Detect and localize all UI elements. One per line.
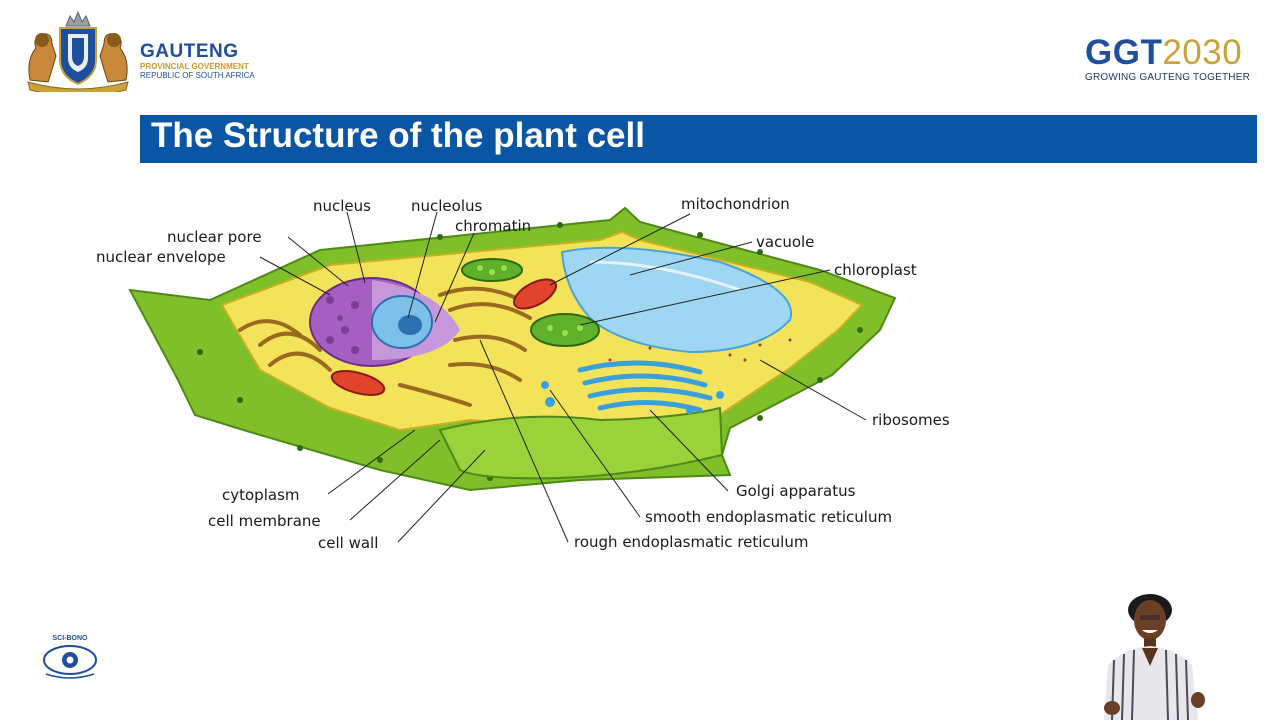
gauteng-sub2: REPUBLIC OF SOUTH AFRICA xyxy=(140,71,255,80)
gauteng-logo: GAUTENG PROVINCIAL GOVERNMENT REPUBLIC O… xyxy=(22,10,262,92)
rough-er-shape xyxy=(238,286,532,407)
nucleus-shape xyxy=(309,277,460,367)
ggt-blue-text: GGT xyxy=(1085,33,1163,72)
label-ribosomes: ribosomes xyxy=(872,411,950,429)
gauteng-name: GAUTENG xyxy=(140,41,239,62)
sci-bono-eye-icon: SCI-BONO xyxy=(43,635,97,679)
label-cell-wall: cell wall xyxy=(318,534,378,552)
label-nuclear-envelope: nuclear envelope xyxy=(96,248,226,266)
ggt-tagline: GROWING GAUTENG TOGETHER xyxy=(1085,72,1250,83)
cut-wall-front xyxy=(438,406,724,480)
ggt2030-logo: GGT2030 GROWING GAUTENG TOGETHER xyxy=(1085,33,1250,88)
ggt-gold-text: 2030 xyxy=(1162,33,1243,72)
chloroplast-shape xyxy=(461,258,600,347)
ggt-wordmark: GGT2030 xyxy=(1085,33,1250,72)
label-nucleus: nucleus xyxy=(313,197,371,215)
label-vacuole: vacuole xyxy=(756,233,814,251)
mitochondrion-shape xyxy=(330,278,557,396)
label-nuclear-pore: nuclear pore xyxy=(167,228,262,246)
label-chloroplast: chloroplast xyxy=(834,261,917,279)
sci-bono-text: SCI-BONO xyxy=(53,635,89,642)
label-chromatin: chromatin xyxy=(455,217,531,235)
ribosomes-dots xyxy=(608,338,792,362)
presenter-figure xyxy=(1104,594,1205,721)
label-cell-membrane: cell membrane xyxy=(208,512,321,530)
label-nucleolus: nucleolus xyxy=(411,197,483,215)
label-golgi-apparatus: Golgi apparatus xyxy=(736,482,856,500)
vacuole-shape xyxy=(560,246,793,354)
label-mitochondrion: mitochondrion xyxy=(681,195,790,213)
coat-of-arms-icon xyxy=(27,10,129,92)
leader-lines xyxy=(259,211,867,543)
title-bar: The Structure of the plant cell xyxy=(140,115,1257,163)
label-cytoplasm: cytoplasm xyxy=(222,486,300,504)
gauteng-sub1: PROVINCIAL GOVERNMENT xyxy=(140,62,249,71)
sci-bono-logo: SCI-BONO xyxy=(36,630,104,682)
label-rough-er: rough endoplasmatic reticulum xyxy=(574,533,808,551)
label-smooth-er: smooth endoplasmatic reticulum xyxy=(645,508,892,526)
slide-title: The Structure of the plant cell xyxy=(151,116,645,155)
gauteng-wordmark: GAUTENG PROVINCIAL GOVERNMENT REPUBLIC O… xyxy=(140,41,255,81)
presenter-video xyxy=(1094,590,1214,721)
